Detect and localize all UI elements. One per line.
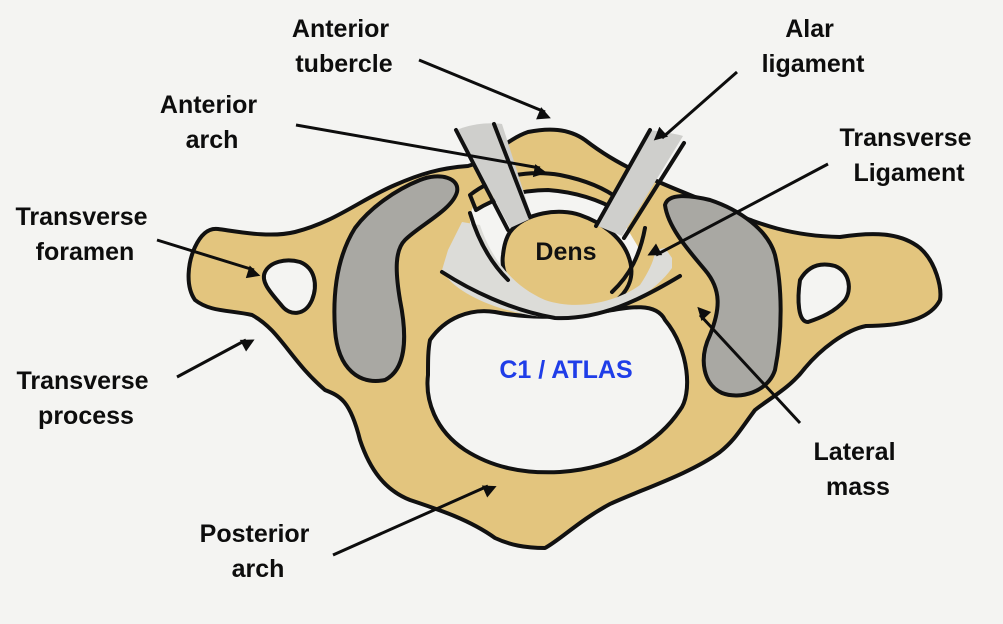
label-anterior-arch: Anterior arch [160, 91, 264, 154]
label-anterior-tubercle: Anterior tubercle [292, 15, 396, 78]
alar-ligament-left [457, 123, 532, 228]
transverse-ligament-edge-outer [440, 270, 682, 321]
leader-transverse-ligament [647, 162, 829, 257]
label-posterior-arch: Posterior arch [200, 520, 317, 583]
leader-transverse-process [176, 338, 255, 379]
diagram-title: C1 / ATLAS [499, 356, 632, 384]
leader-transverse-foramen [156, 238, 261, 279]
transverse-ligament [442, 222, 672, 319]
transverse-ligament-edge-right [610, 226, 647, 294]
alar-ligament-left-edge-a [454, 128, 510, 232]
label-alar-ligament: Alar ligament [762, 15, 865, 78]
leader-posterior-arch [332, 484, 497, 557]
label-transverse-foramen: Transverse foramen [16, 203, 155, 266]
leader-anterior-arch [295, 123, 548, 178]
transverse-foramen-left [261, 258, 317, 315]
transverse-foramen-right [796, 262, 851, 324]
dens-label: Dens [535, 238, 596, 266]
leader-alar-ligament [653, 70, 738, 141]
label-transverse-process: Transverse process [17, 367, 156, 430]
articular-facet-right [663, 194, 783, 398]
leader-lateral-mass [697, 306, 802, 425]
label-transverse-ligament: Transverse Ligament [840, 124, 979, 187]
vertebral-foramen [425, 305, 690, 475]
alar-ligament-right-edge-a [594, 128, 652, 228]
alar-ligament-right [598, 130, 683, 236]
label-lateral-mass: Lateral mass [814, 438, 903, 501]
leader-lines [156, 58, 829, 557]
ligaments [440, 122, 686, 321]
labels: Anterior tubercle Alar ligament Anterior… [16, 15, 979, 583]
alar-ligament-right-edge-b [622, 141, 686, 240]
articular-facet-left [332, 174, 460, 383]
transverse-ligament-edge-left [468, 211, 510, 282]
leader-anterior-tubercle [418, 58, 551, 120]
alar-ligament-left-edge-b [492, 122, 532, 219]
dens: Dens [500, 209, 634, 316]
